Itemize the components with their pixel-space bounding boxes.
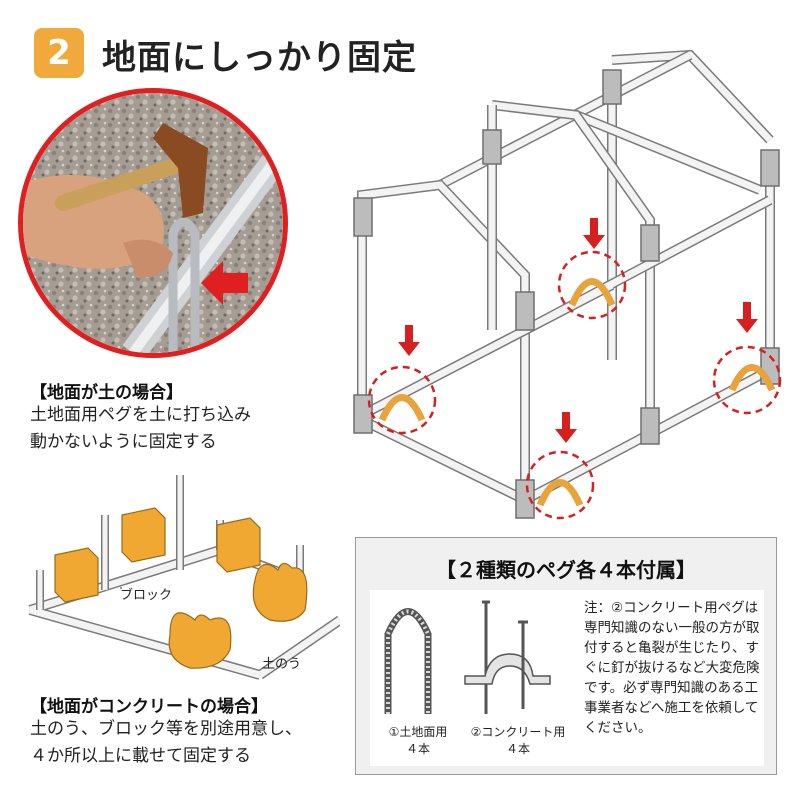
- sandbag-icons: [168, 562, 308, 669]
- soil-section-line-1: 土地面用ペグを土に打ち込み: [30, 405, 251, 425]
- label-sandbag: 土のう: [262, 657, 302, 672]
- peg-warning-note: 注：②コンクリート用ペグは専門知識のない一般の方が取付すると亀裂が生じたり、すぐ…: [584, 600, 760, 736]
- concrete-peg-label: ②コンクリート用: [470, 725, 566, 739]
- block-icons: [54, 507, 261, 603]
- hammer-photo: [18, 88, 288, 358]
- concrete-peg-count: ４本: [505, 742, 530, 756]
- concrete-peg-caption: ②コンクリート用 ４本: [462, 724, 574, 758]
- concrete-section-line-1: 土のう、ブロック等を別途用意し、: [30, 719, 302, 739]
- frame-illustration: [353, 49, 782, 520]
- concrete-section-title: 【地面がコンクリートの場合】: [30, 697, 268, 717]
- soil-peg-count: ４本: [405, 742, 430, 756]
- concrete-illustration: [28, 475, 340, 680]
- soil-section-line-2: 動かないように固定する: [30, 432, 217, 452]
- soil-peg-caption: ①土地面用 ４本: [370, 724, 466, 758]
- soil-section-title: 【地面が土の場合】: [30, 383, 183, 403]
- down-arrows: [398, 218, 758, 443]
- peg-info-box: 【２種類のペグ各４本付属】 ①土地面用 ４本 ②コンクリート用 ４本 注：②コン…: [355, 537, 777, 775]
- label-block: ブロック: [120, 588, 173, 603]
- peg-panel: ①土地面用 ４本 ②コンクリート用 ４本 注：②コンクリート用ペグは専門知識のな…: [370, 590, 764, 766]
- peg-highlights: [367, 250, 782, 520]
- peg-box-title: 【２種類のペグ各４本付属】: [436, 558, 696, 582]
- concrete-section-line-2: ４か所以上に載せて固定する: [30, 746, 251, 766]
- page-title: 地面にしっかり固定: [102, 38, 417, 78]
- step-badge: 2: [34, 28, 84, 78]
- soil-peg-label: ①土地面用: [388, 725, 448, 739]
- peg-drawings: [384, 600, 551, 714]
